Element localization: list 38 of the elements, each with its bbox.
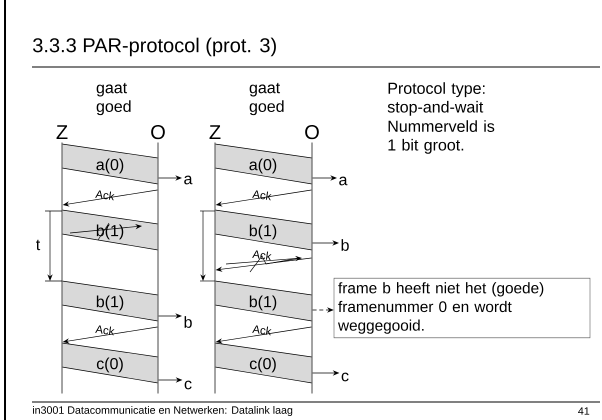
note-box: frame b heeft niet het (goede) framenummer 0 en wordt weggegooid. [334, 278, 590, 338]
node-label: c(0) [250, 358, 276, 372]
delivered-label: b [342, 239, 349, 251]
frame-band: b(1) [214, 210, 312, 250]
node-label: O [151, 125, 165, 140]
dimension-label: t [36, 240, 40, 250]
caption-text: gaat goed [96, 82, 131, 116]
frame-band: a(0) [214, 144, 312, 184]
frame-band: b(1) [214, 280, 312, 322]
note-text: Protocol type: stop-and-wait [388, 82, 485, 116]
node-label: Z [210, 125, 220, 139]
page-number: 41 [578, 407, 590, 415]
edge-label: Ack [95, 325, 115, 336]
frame-band: c(0) [62, 342, 158, 384]
node-label: Z [56, 125, 68, 139]
footer-text: in3001 Datacommunicatie en Netwerken: Datalink laag [33, 406, 292, 416]
note-text: Nummerveld is 1 bit groot. [388, 120, 494, 154]
delivered-label: c [184, 380, 192, 390]
node-label: b(1) [96, 296, 124, 310]
delivered-label: b [184, 316, 192, 328]
edge-label: Ack [252, 250, 272, 260]
node-label: a(0) [96, 158, 124, 174]
node-label: b(1) [250, 296, 276, 310]
frame-band: c(0) [214, 342, 312, 384]
caption-text: gaat goed [250, 82, 284, 116]
delivered-label: a [184, 176, 192, 184]
title: 3.3.3 PAR-protocol (prot. 3) [33, 38, 276, 56]
delivered-label: a [339, 176, 348, 186]
frame-band: b(1) [62, 280, 158, 322]
node-label: c(0) [96, 358, 123, 372]
node-label: b(1) [250, 224, 276, 240]
node-label: O [305, 125, 319, 140]
edge-label: Ack [252, 325, 272, 336]
node-label: a(0) [249, 158, 276, 174]
edge-label: Ack [95, 190, 115, 200]
edge-label: Ack [252, 190, 272, 200]
frame-band: a(0) [62, 144, 158, 184]
delivered-label: c [342, 372, 349, 382]
